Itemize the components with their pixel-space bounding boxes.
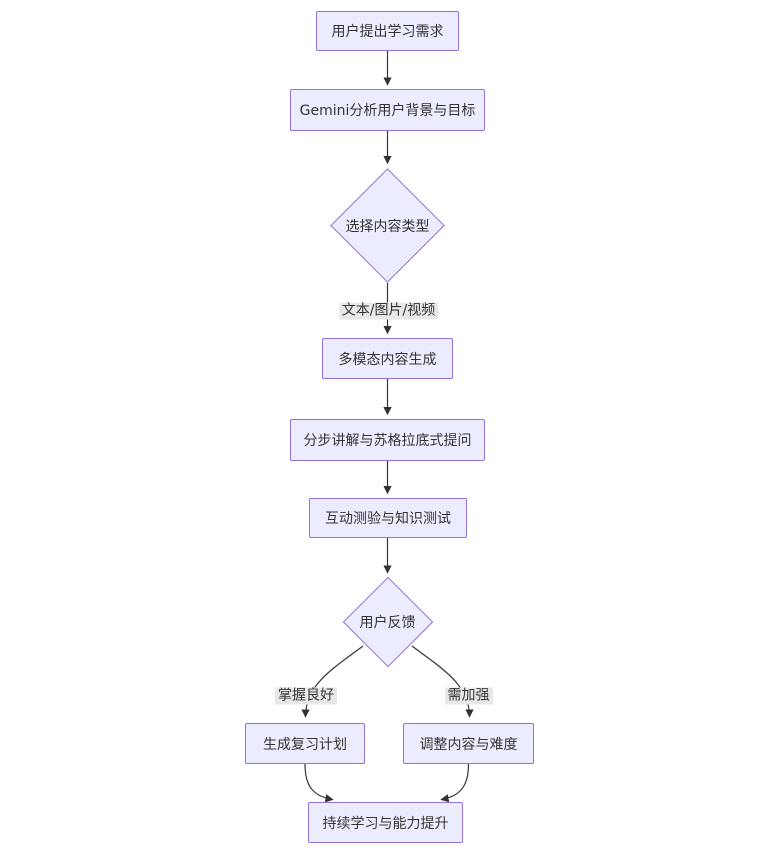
decision-content-type: 选择内容类型 [330,168,445,283]
node-step-explanation: 分步讲解与苏格拉底式提问 [290,419,485,461]
node-adjust-content: 调整内容与难度 [403,723,534,764]
edge-feedback-to-review-plan [301,645,364,718]
node-review-plan: 生成复习计划 [245,723,365,764]
edge-review-plan-to-continuous [304,763,334,803]
node-continuous-learning: 持续学习与能力提升 [308,802,463,843]
edge-label-mastered: 掌握良好 [275,687,337,705]
edge-adjust-to-continuous [440,763,470,803]
decision-user-feedback-label: 用户反馈 [359,615,416,631]
edge-label-needs-improvement: 需加强 [444,687,493,705]
node-gemini-analysis: Gemini分析用户背景与目标 [290,89,485,131]
edge-label-content-types: 文本/图片/视频 [338,302,439,320]
node-interactive-quiz: 互动测验与知识测试 [309,498,467,538]
decision-content-type-label: 选择内容类型 [345,218,430,235]
node-multimodal-generation: 多模态内容生成 [322,338,453,379]
decision-user-feedback: 用户反馈 [342,576,433,668]
edge-feedback-to-adjust [411,645,474,718]
node-user-request: 用户提出学习需求 [316,11,459,51]
